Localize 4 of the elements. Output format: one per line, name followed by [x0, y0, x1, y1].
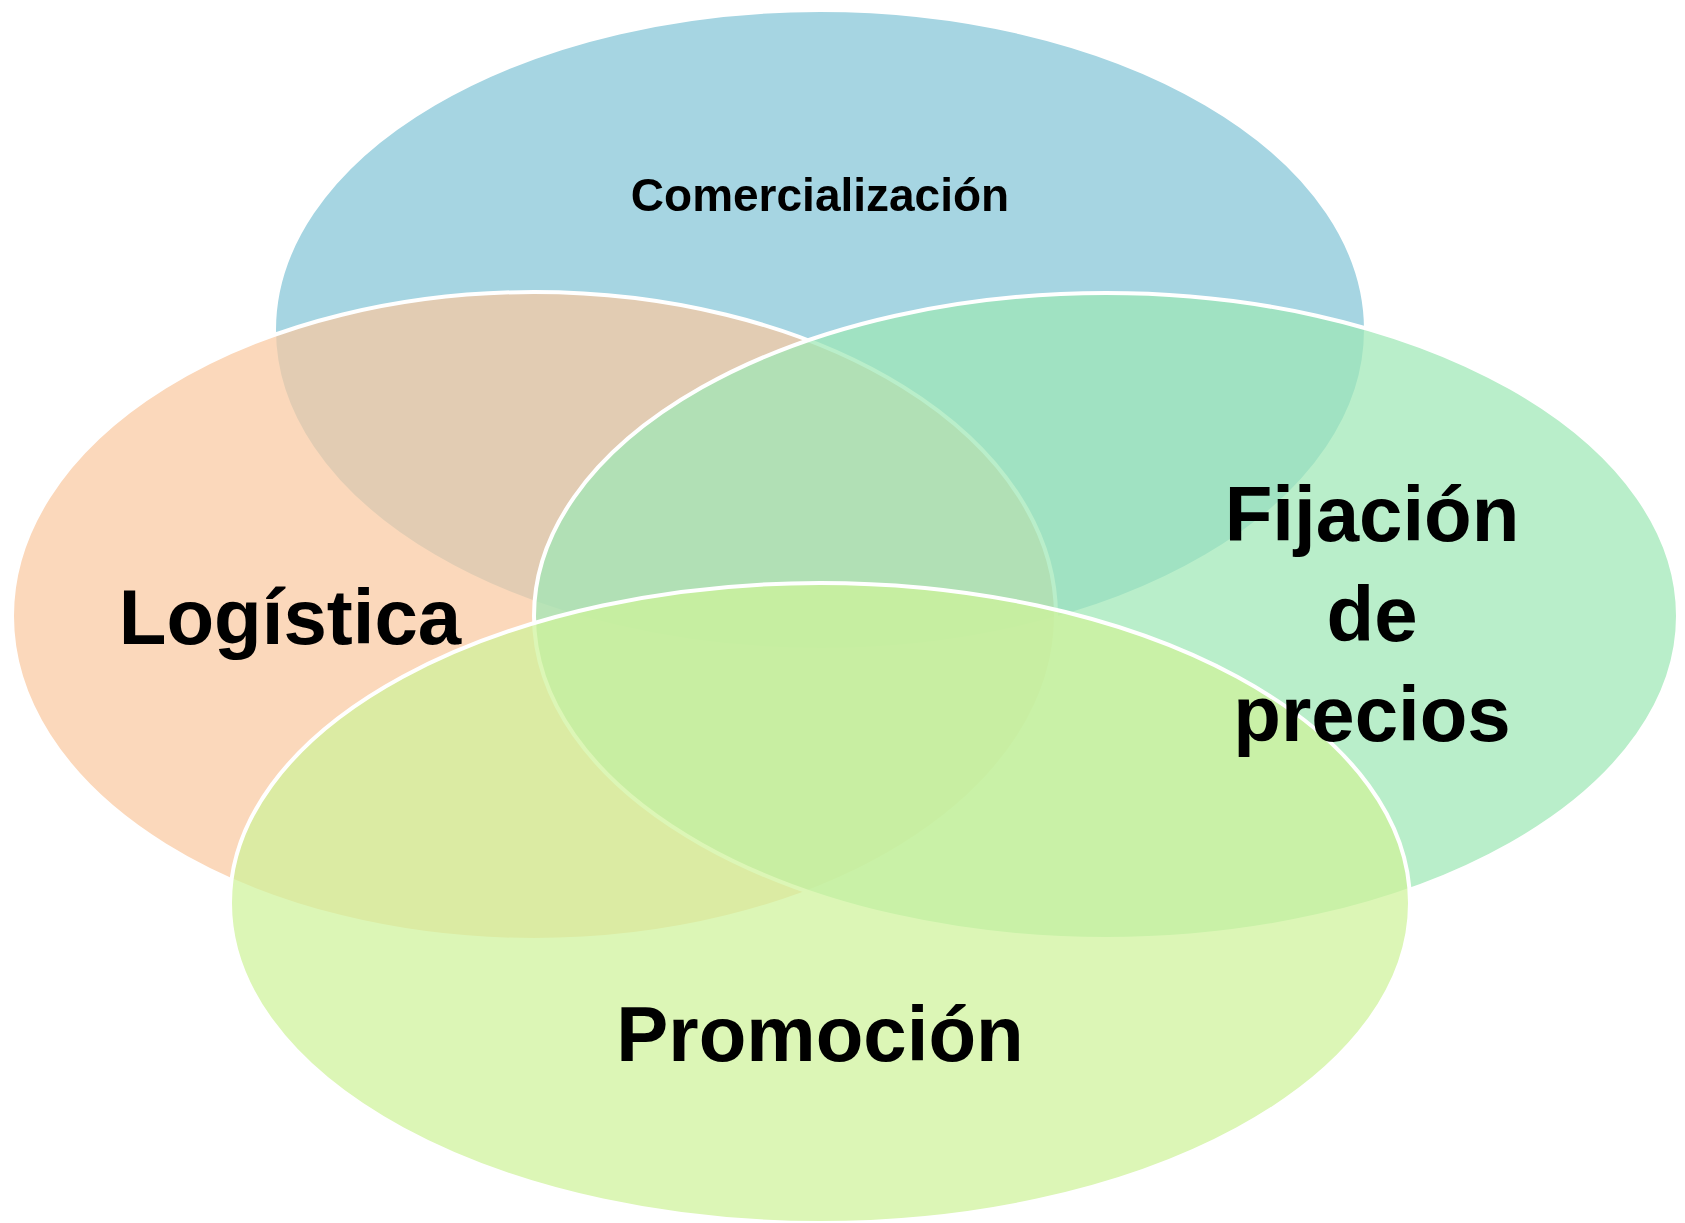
- ellipse-label: Comercialización: [629, 167, 1011, 223]
- ellipse-label: Fijación de precios: [1223, 469, 1521, 760]
- ellipse-label: Promoción: [615, 989, 1025, 1081]
- ellipse-label: Logística: [117, 572, 463, 664]
